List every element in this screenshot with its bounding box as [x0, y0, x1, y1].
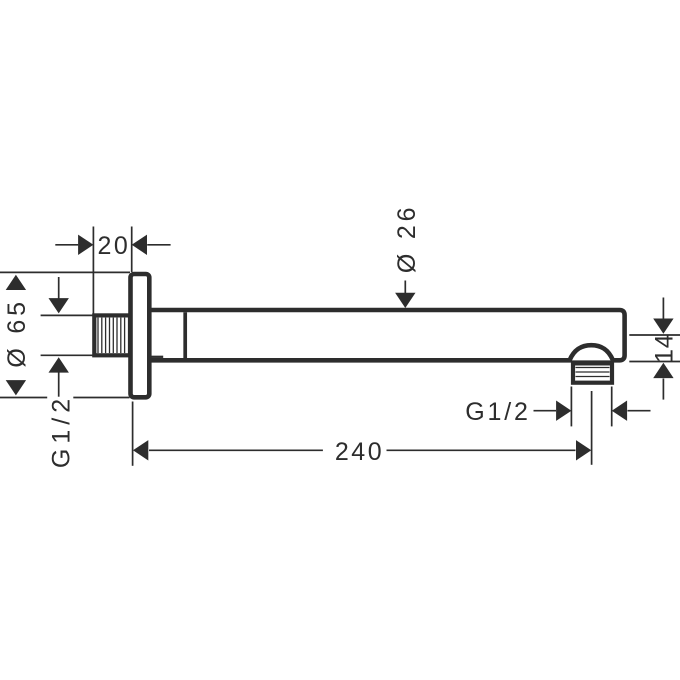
svg-text:Ø 26: Ø 26	[393, 204, 421, 273]
svg-text:20: 20	[97, 232, 130, 260]
svg-text:G1/2: G1/2	[47, 394, 75, 468]
svg-text:14: 14	[651, 333, 679, 362]
svg-text:Ø 65: Ø 65	[3, 298, 31, 367]
svg-text:240: 240	[335, 438, 384, 466]
svg-text:G1/2: G1/2	[465, 398, 530, 426]
